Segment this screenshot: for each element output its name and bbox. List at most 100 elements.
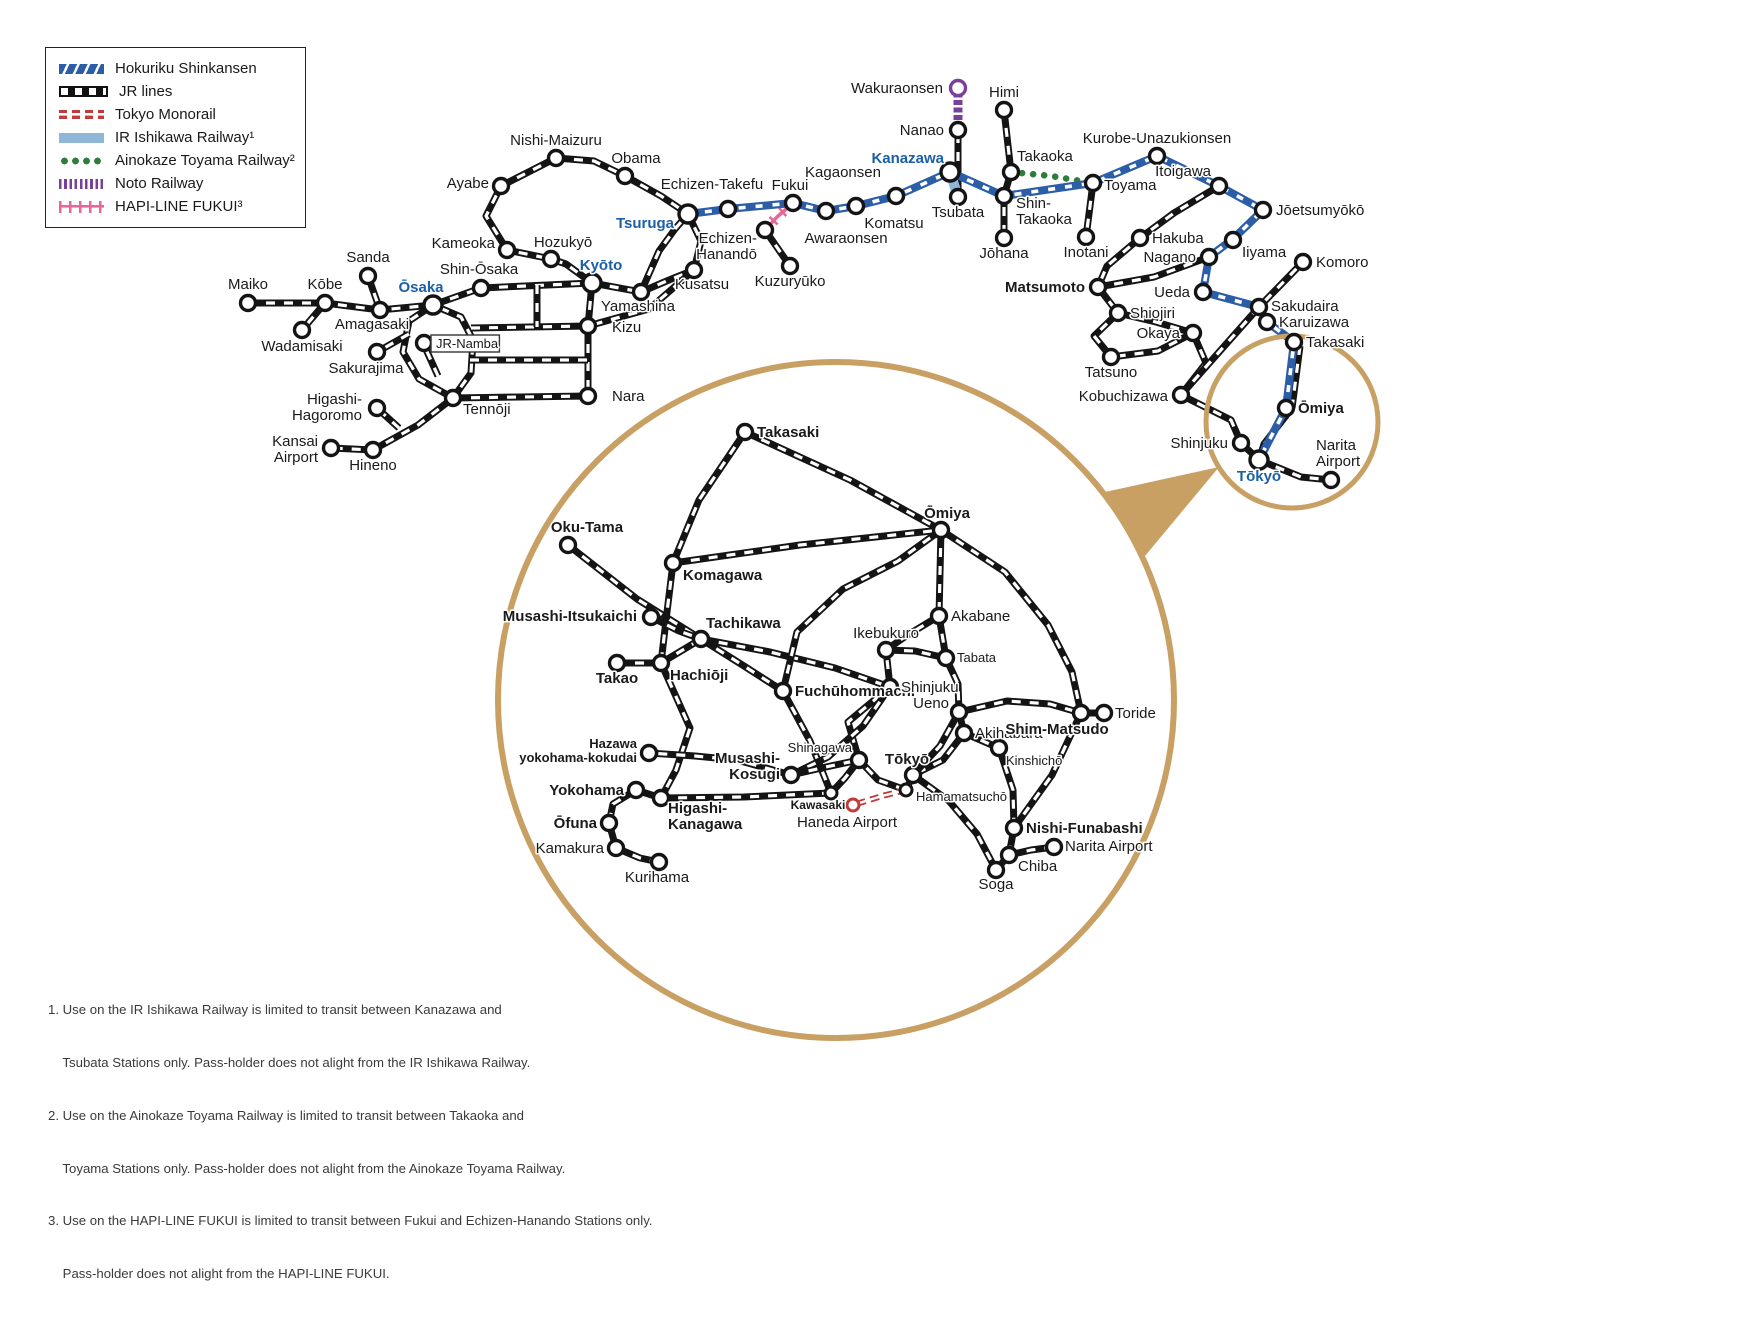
station-nanao-dot xyxy=(948,120,968,140)
monorail-line-swatch-icon xyxy=(59,110,104,119)
station-akihabara-dot xyxy=(954,723,974,743)
station-oku-tama-label: Oku-Tama xyxy=(551,519,624,536)
station-jr-namba-dot xyxy=(414,333,434,353)
station-shim-matsudo-label: Shim-Matsudo xyxy=(1005,721,1108,738)
station-tokyo-label: Tōkyō xyxy=(1237,468,1281,485)
station-kyoto-label: Kyōto xyxy=(580,257,623,274)
station-omiya-label: Ōmiya xyxy=(1298,400,1345,417)
line-i-kawagoe xyxy=(672,528,942,565)
station-musashi-itsukaichi-dot xyxy=(641,607,661,627)
station-echizen-takefu-label: Echizen-Takefu xyxy=(661,176,764,193)
station-tennoji-dot xyxy=(443,388,463,408)
station-itoigawa-label: Itoigawa xyxy=(1155,163,1212,180)
station-fukui-dot xyxy=(783,193,803,213)
station-akihabara-label: Akihabara xyxy=(975,725,1043,742)
footnote-line: Pass-holder does not alight from the HAP… xyxy=(48,1266,390,1282)
station-hineno-label: Hineno xyxy=(349,457,397,474)
station-takasaki-dot xyxy=(735,422,755,442)
line-i-chuo-east xyxy=(700,637,891,689)
station-hazawa-yokohama-kokudai-dot xyxy=(639,743,659,763)
station-higashi-kanagawa-label: Kanagawa xyxy=(668,816,743,833)
station-wadamisaki-dot xyxy=(292,320,312,340)
legend-label: Ainokaze Toyama Railway² xyxy=(115,152,295,169)
station-joetsumyoko-dot xyxy=(1253,200,1273,220)
station-shinjuku-dot xyxy=(1231,433,1251,453)
footnotes: 1. Use on the IR Ishikawa Railway is lim… xyxy=(48,966,652,1318)
station-komagawa-dot xyxy=(663,553,683,573)
station-takaoka-label: Takaoka xyxy=(1017,148,1074,165)
station-komoro-dot xyxy=(1293,252,1313,272)
line-kosei xyxy=(639,212,690,293)
station-sanda-dot xyxy=(358,266,378,286)
station-komagawa-label: Komagawa xyxy=(683,567,763,584)
station-sakurajima-label: Sakurajima xyxy=(328,360,404,377)
line-i-musashino-south xyxy=(1012,712,1083,829)
station-takasaki-label: Takasaki xyxy=(1306,334,1364,351)
station-soga-dot xyxy=(986,860,1006,880)
legend-item-hokuriku-shinkansen: Hokuriku Shinkansen xyxy=(59,60,295,77)
station-hazawa-yokohama-kokudai-label: yokohama-kokudai xyxy=(519,750,637,765)
line-gakkentoshi xyxy=(470,324,589,330)
station-akabane-dot xyxy=(929,606,949,626)
station-karuizawa-label: Karuizawa xyxy=(1279,314,1350,331)
station-kobuchizawa-dot xyxy=(1171,385,1191,405)
station-shinagawa-label: Shinagawa xyxy=(788,740,853,755)
station-takaoka-dot xyxy=(1001,162,1021,182)
line-sakurajima-branch xyxy=(376,332,410,354)
legend-label: Noto Railway xyxy=(115,175,204,192)
station-ueda-label: Ueda xyxy=(1154,284,1191,301)
station-fukui-label: Fukui xyxy=(772,177,809,194)
station-toride-label: Toride xyxy=(1115,705,1156,722)
station-komatsu-dot xyxy=(886,186,906,206)
station-shinagawa-dot xyxy=(849,750,869,770)
station-ikebukuro-dot xyxy=(876,640,896,660)
station-kameoka-dot xyxy=(497,240,517,260)
legend-item-tokyo-monorail: Tokyo Monorail xyxy=(59,106,295,123)
station-toride-dot xyxy=(1094,703,1114,723)
station-tatsuno-label: Tatsuno xyxy=(1085,364,1138,381)
station-shinjuku-dot xyxy=(880,677,900,697)
station-shin-takaoka-dot xyxy=(994,186,1014,206)
line-i-keihin xyxy=(660,789,832,802)
station-kuzuryuko-dot xyxy=(780,256,800,276)
legend-label: IR Ishikawa Railway¹ xyxy=(115,129,255,146)
station-wakuraonsen-dot xyxy=(948,78,968,98)
station-shin-takaoka-label: Shin- xyxy=(1016,195,1051,212)
footnote-line: 1. Use on the IR Ishikawa Railway is lim… xyxy=(48,1002,502,1018)
station-hazawa-yokohama-kokudai-label: Hazawa xyxy=(589,736,637,751)
footnote-line: Toyama Stations only. Pass-holder does n… xyxy=(48,1160,566,1176)
station-hozukyo-dot xyxy=(541,249,561,269)
legend-item-noto-railway: Noto Railway xyxy=(59,175,295,192)
station-kizu-label: Kizu xyxy=(612,319,641,336)
station-ueda-dot xyxy=(1193,282,1213,302)
footnote-line: 2. Use on the Ainokaze Toyama Railway is… xyxy=(48,1107,524,1123)
legend-label: HAPI-LINE FUKUI³ xyxy=(115,198,243,215)
station-takao-label: Takao xyxy=(596,670,638,687)
station-kurobe-unazukionsen-label: Kurobe-Unazukionsen xyxy=(1083,130,1231,147)
footnote-line: 3. Use on the HAPI-LINE FUKUI is limited… xyxy=(48,1213,653,1229)
station-kanazawa-dot xyxy=(939,161,961,183)
station-tokyo-dot xyxy=(903,765,923,785)
station-shinjuku-label: Shinjuku xyxy=(1170,435,1228,452)
line-sanin xyxy=(484,185,509,251)
station-maiko-dot xyxy=(238,293,258,313)
line-hokuriku-shinkansen xyxy=(687,152,1298,462)
line-i-ueno-tokyo xyxy=(911,711,961,777)
station-nishi-funabashi-dot xyxy=(1004,818,1024,838)
line-i-musashino-west xyxy=(779,527,944,692)
ainokaze-line-swatch-icon xyxy=(59,156,104,165)
station-echizen-hanando-label: Echizen- xyxy=(699,230,757,247)
station-kusatsu-dot xyxy=(684,260,704,280)
station-narita-airport-dot xyxy=(1321,470,1341,490)
station-ayabe-label: Ayabe xyxy=(447,175,489,192)
line-i-yamanote-ne xyxy=(942,656,963,713)
station-higashi-hagoromo-label: Higashi- xyxy=(307,391,362,408)
station-osaka-label: Ōsaka xyxy=(398,279,444,296)
legend-item-ainokaze-toyama: Ainokaze Toyama Railway² xyxy=(59,152,295,169)
line-i-yamanote-se xyxy=(912,732,966,777)
station-kansai-airport-label: Airport xyxy=(274,449,319,466)
station-narita-airport-label: Narita Airport xyxy=(1065,838,1153,855)
station-musashi-itsukaichi-label: Musashi-Itsukaichi xyxy=(503,608,637,625)
line-maizuru xyxy=(499,154,558,190)
